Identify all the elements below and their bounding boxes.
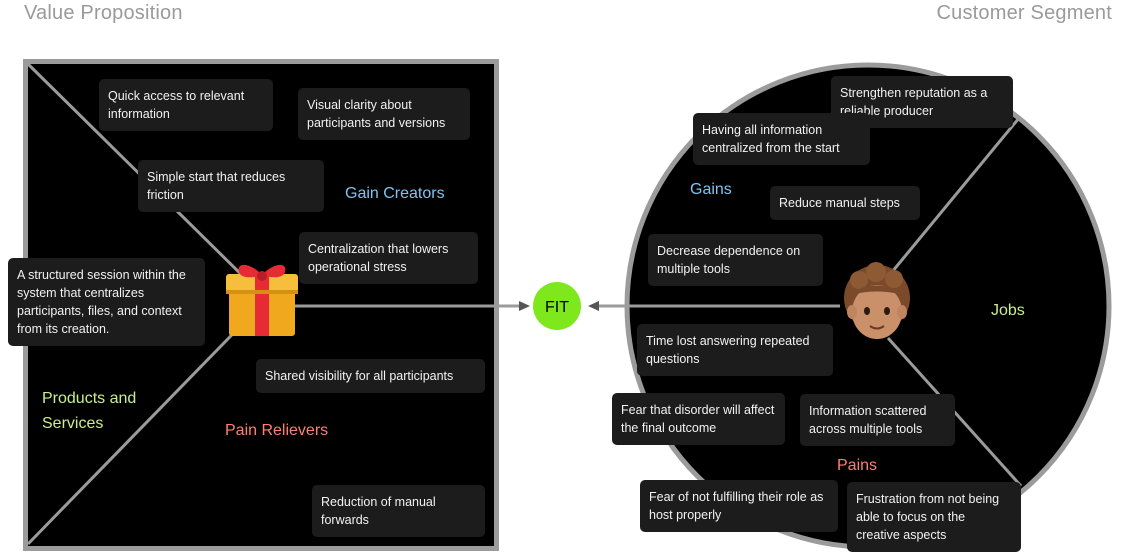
card-visual-clarity: Visual clarity about participants and ve… bbox=[298, 88, 470, 140]
gain-creators-label: Gain Creators bbox=[345, 185, 445, 202]
fit-label: FIT bbox=[545, 299, 569, 316]
card-simple-start: Simple start that reduces friction bbox=[138, 160, 324, 212]
gift-icon bbox=[226, 264, 298, 336]
card-reduction-forwards: Reduction of manual forwards bbox=[312, 485, 485, 537]
value-proposition-title: Value Proposition bbox=[24, 2, 183, 24]
customer-segment-title: Customer Segment bbox=[936, 2, 1112, 24]
card-centralization: Centralization that lowers operational s… bbox=[299, 232, 478, 284]
arrow-head-right bbox=[519, 301, 530, 311]
card-reduce-manual: Reduce manual steps bbox=[770, 186, 920, 220]
card-shared-visibility: Shared visibility for all participants bbox=[256, 359, 485, 393]
card-decrease-dependence: Decrease dependence on multiple tools bbox=[648, 234, 823, 286]
person-avatar-icon bbox=[844, 262, 910, 339]
products-services-label: Products and Services bbox=[42, 390, 137, 432]
arrow-head-left bbox=[588, 301, 599, 311]
card-all-info-centralized: Having all information centralized from … bbox=[693, 113, 870, 165]
card-fear-disorder: Fear that disorder will affect the final… bbox=[612, 393, 785, 445]
gains-label: Gains bbox=[690, 181, 732, 198]
pain-relievers-label: Pain Relievers bbox=[225, 422, 329, 439]
card-time-lost: Time lost answering repeated questions bbox=[637, 324, 833, 376]
card-frustration-focus: Frustration from not being able to focus… bbox=[847, 482, 1021, 552]
fit-circle bbox=[533, 282, 581, 330]
card-quick-access: Quick access to relevant information bbox=[99, 79, 273, 131]
card-info-scattered: Information scattered across multiple to… bbox=[800, 394, 955, 446]
jobs-label: Jobs bbox=[991, 302, 1025, 319]
card-fear-not-fulfilling: Fear of not fulfilling their role as hos… bbox=[640, 480, 838, 532]
card-structured-session: A structured session within the system t… bbox=[8, 258, 205, 346]
square-divider-lower bbox=[26, 304, 262, 546]
circle-divider-upper bbox=[890, 117, 1021, 273]
pains-label: Pains bbox=[837, 457, 878, 474]
